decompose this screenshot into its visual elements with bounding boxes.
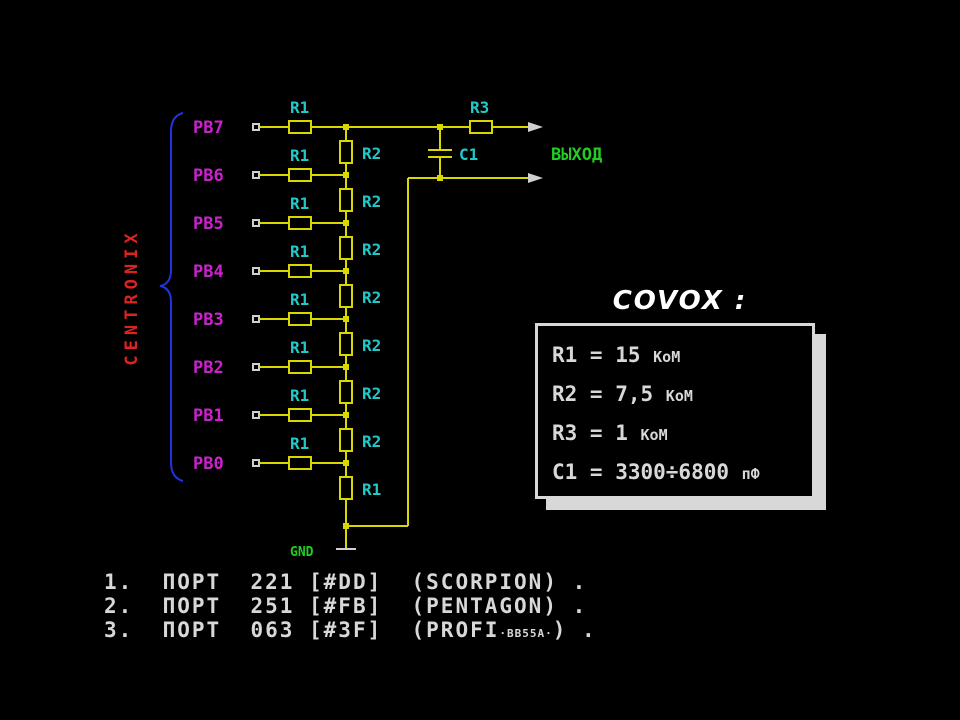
r1-label: R1 (290, 242, 309, 261)
r1-label: R1 (290, 386, 309, 405)
input-pin (252, 267, 260, 275)
r1-label: R1 (290, 194, 309, 213)
r1-label: R1 (290, 290, 309, 309)
spec-row-r3: R3 = 1 КоМ (552, 421, 668, 445)
input-pin (252, 315, 260, 323)
input-label-pb1: PB1 (193, 406, 224, 426)
r2-label: R2 (362, 432, 381, 451)
r2-label: R2 (362, 384, 381, 403)
input-label-pb5: PB5 (193, 214, 224, 234)
r1-label: R1 (290, 146, 309, 165)
input-label-pb0: PB0 (193, 454, 224, 474)
r2-resistor (339, 428, 353, 452)
r1-resistor (288, 408, 312, 422)
output-label: ВЫХОД (551, 145, 602, 165)
r2-resistor (339, 332, 353, 356)
input-label-pb6: PB6 (193, 166, 224, 186)
port-list: 1. ПОРТ 221 [#DD] (SCORPION) . 2. ПОРТ 2… (104, 570, 597, 642)
r1-label: R1 (290, 98, 309, 117)
r1-resistor (288, 456, 312, 470)
r2-resistor (339, 236, 353, 260)
covox-title: COVOX : (612, 286, 748, 316)
r3-label: R3 (470, 98, 489, 117)
spec-row-r1: R1 = 15 КоМ (552, 343, 681, 367)
output-arrow-bottom (528, 173, 543, 183)
r1-resistor (288, 360, 312, 374)
r1-resistor (288, 312, 312, 326)
input-pin (252, 459, 260, 467)
input-pin (252, 123, 260, 131)
r1-resistor (288, 120, 312, 134)
r2-label: R2 (362, 192, 381, 211)
r3-resistor (469, 120, 493, 134)
r1-label: R1 (290, 434, 309, 453)
port-item: 3. ПОРТ 063 [#3F] (PROFI·ВВ55А·) . (104, 618, 597, 642)
port-item: 2. ПОРТ 251 [#FB] (PENTAGON) . (104, 594, 588, 618)
input-pin (252, 411, 260, 419)
r1-resistor (288, 216, 312, 230)
spec-row-c1: C1 = 3300÷6800 пФ (552, 460, 760, 484)
gnd-label: GND (290, 545, 314, 560)
c1-label: C1 (459, 145, 478, 164)
r2-label: R2 (362, 288, 381, 307)
input-pin (252, 219, 260, 227)
input-label-pb2: PB2 (193, 358, 224, 378)
covox-spec-box: R1 = 15 КоМ R2 = 7,5 КоМ R3 = 1 КоМ C1 =… (535, 323, 815, 499)
r1-resistor (288, 168, 312, 182)
output-arrow-top (528, 122, 543, 132)
r1-resistor (288, 264, 312, 278)
input-label-pb7: PB7 (193, 118, 224, 138)
r2-label: R2 (362, 240, 381, 259)
r2-label: R2 (362, 336, 381, 355)
r1-label: R1 (362, 480, 381, 499)
input-pin (252, 171, 260, 179)
r2-label: R2 (362, 144, 381, 163)
r1-label: R1 (290, 338, 309, 357)
bus-label: CENTRONIX (122, 228, 142, 365)
input-label-pb3: PB3 (193, 310, 224, 330)
bus-brace (159, 112, 184, 482)
spec-row-r2: R2 = 7,5 КоМ (552, 382, 693, 406)
r2-resistor (339, 380, 353, 404)
input-pin (252, 363, 260, 371)
port-item: 1. ПОРТ 221 [#DD] (SCORPION) . (104, 570, 588, 594)
r2-resistor (339, 476, 353, 500)
input-label-pb4: PB4 (193, 262, 224, 282)
r2-resistor (339, 188, 353, 212)
r2-resistor (339, 140, 353, 164)
r2-resistor (339, 284, 353, 308)
